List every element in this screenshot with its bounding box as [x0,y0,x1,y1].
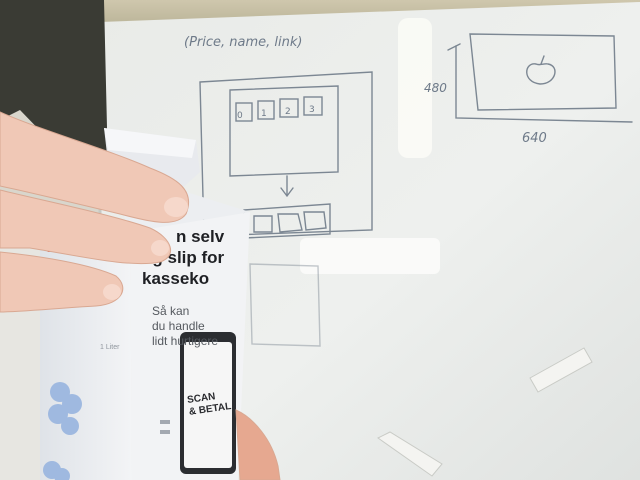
frame-number-3: 3 [309,105,315,115]
carton-subtext-line-2: du handle [152,319,205,333]
note-top-text: (Price, name, link) [184,35,302,50]
height-label: 480 [424,81,447,95]
frame-number-2: 2 [285,107,291,117]
width-label: 640 [522,131,547,146]
frame-number-0: 0 [237,111,243,121]
carton-subtext-line-3: lidt hurtigere [152,334,219,348]
frame-number-1: 1 [261,109,267,119]
carton-headline-line-3: kasseko [142,269,210,288]
carton-headline-line-1: n selv [176,227,225,246]
carton-volume: 1 Liter [100,344,120,351]
carton-subtext-line-1: Så kan [152,304,190,318]
carton-subtext: Så kan du handle lidt hurtigere [152,304,218,349]
